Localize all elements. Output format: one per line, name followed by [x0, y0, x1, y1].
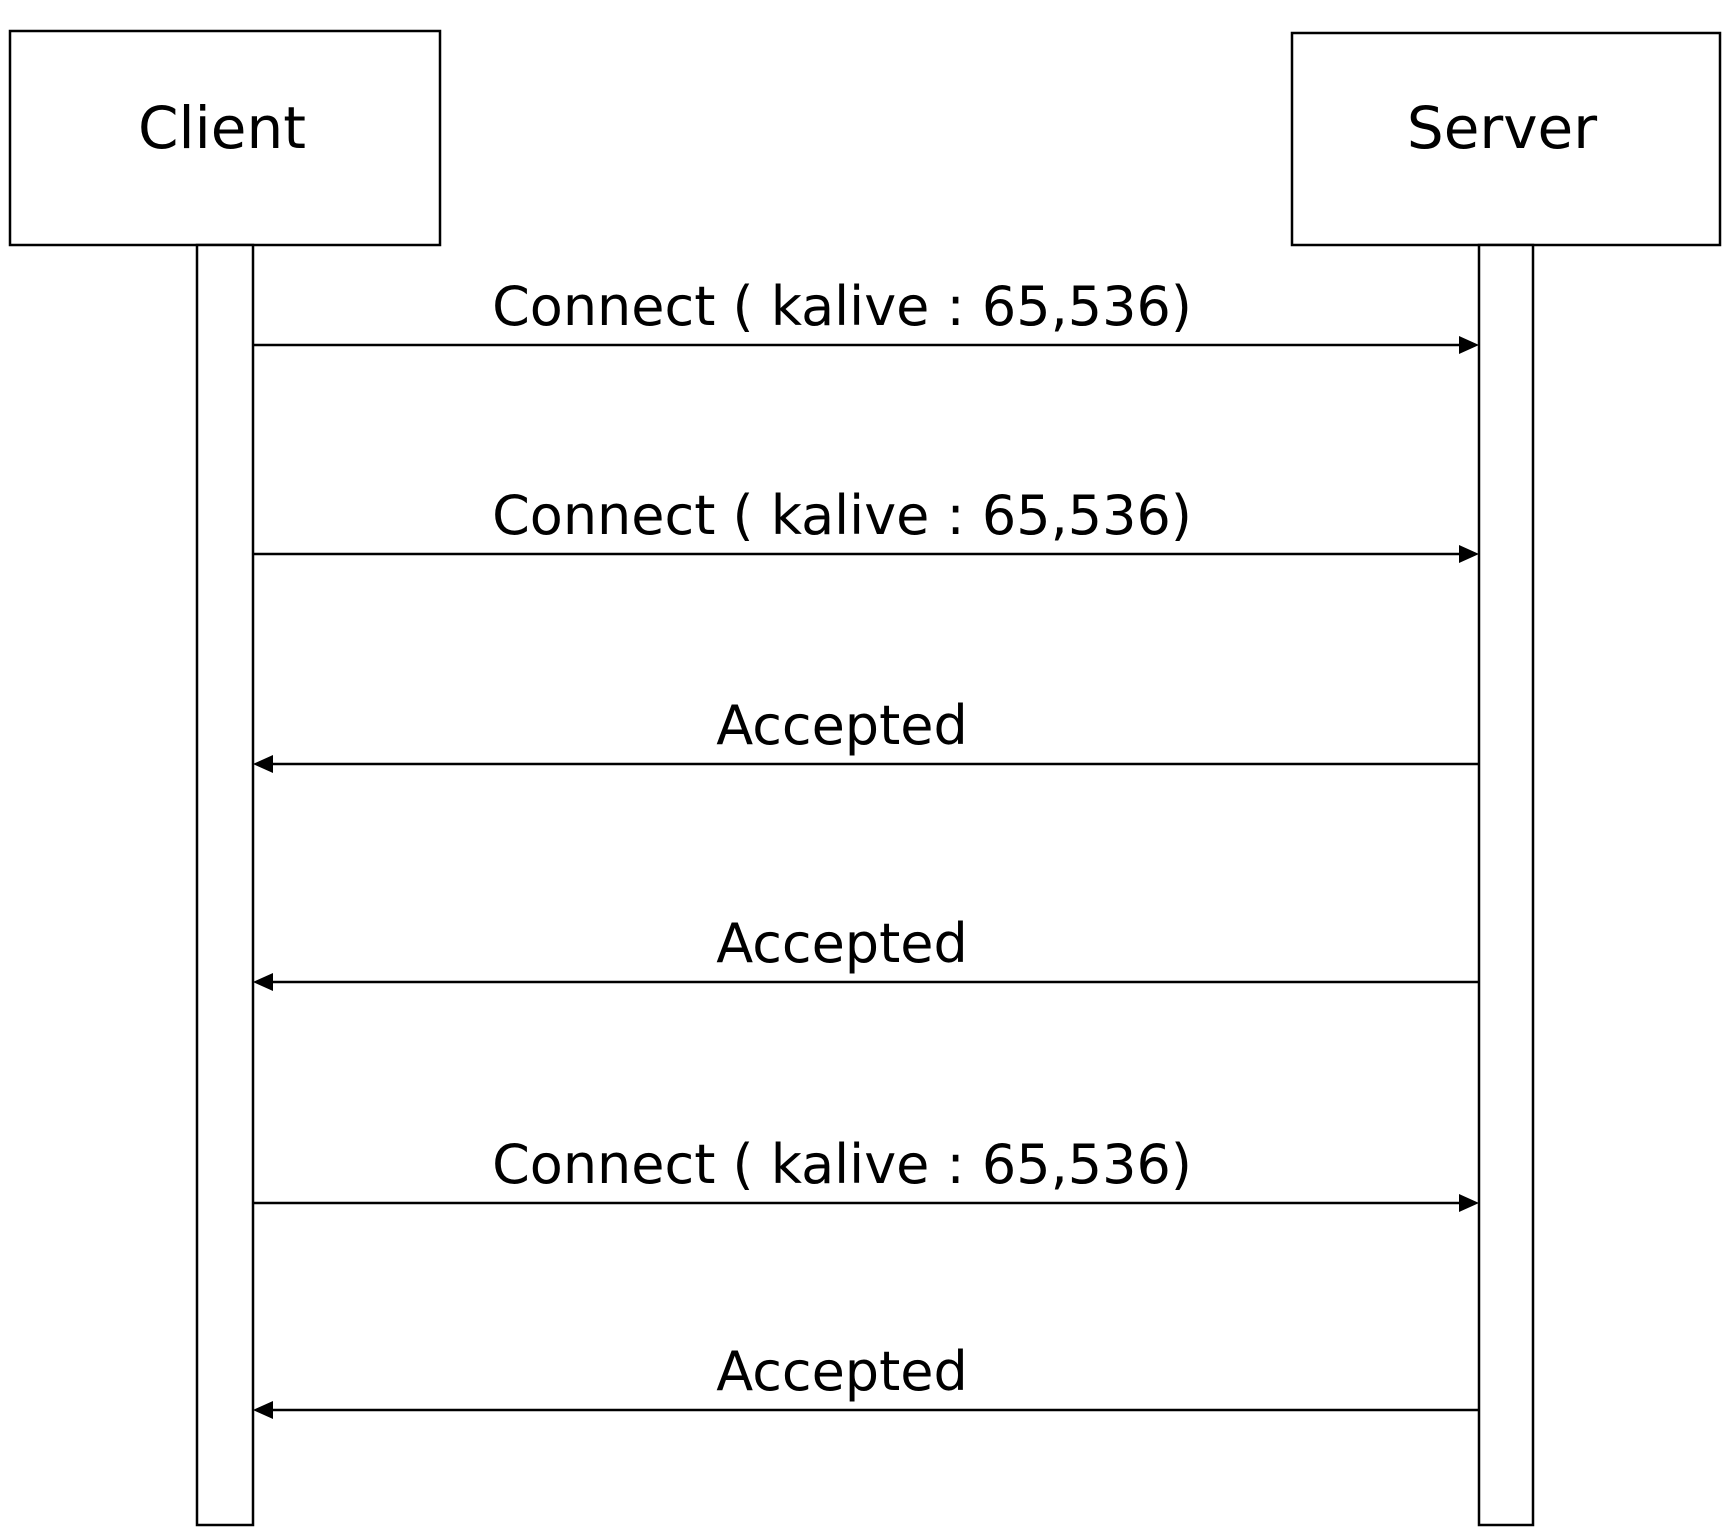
participant-server-box: [1290, 31, 1722, 247]
message-1: Connect ( kalive : 65,536): [253, 275, 1479, 354]
participant-client-label: Client: [138, 94, 306, 162]
participant-client: Client: [8, 29, 442, 247]
message-4: Accepted: [253, 912, 1479, 991]
message-label: Accepted: [716, 912, 968, 975]
messages-group: Connect ( kalive : 65,536) Connect ( kali…: [253, 275, 1479, 1419]
message-label: Accepted: [716, 694, 968, 757]
message-6: Accepted: [253, 1340, 1479, 1419]
message-5: Connect ( kalive : 65,536): [253, 1133, 1479, 1212]
arrow-left-icon: [253, 755, 273, 773]
participant-client-box: [8, 29, 442, 247]
participant-server: Server: [1290, 31, 1722, 247]
message-label: Connect ( kalive : 65,536): [492, 275, 1192, 338]
client-lifeline: [195, 243, 255, 1527]
arrow-left-icon: [253, 1401, 273, 1419]
arrow-right-icon: [1459, 336, 1479, 354]
server-lifeline: [1477, 243, 1535, 1527]
message-label: Accepted: [716, 1340, 968, 1403]
arrow-right-icon: [1459, 545, 1479, 563]
message-label: Connect ( kalive : 65,536): [492, 484, 1192, 547]
arrow-right-icon: [1459, 1194, 1479, 1212]
message-label: Connect ( kalive : 65,536): [492, 1133, 1192, 1196]
arrow-left-icon: [253, 973, 273, 991]
participant-server-label: Server: [1407, 94, 1597, 162]
message-2: Connect ( kalive : 65,536): [253, 484, 1479, 563]
message-3: Accepted: [253, 694, 1479, 773]
